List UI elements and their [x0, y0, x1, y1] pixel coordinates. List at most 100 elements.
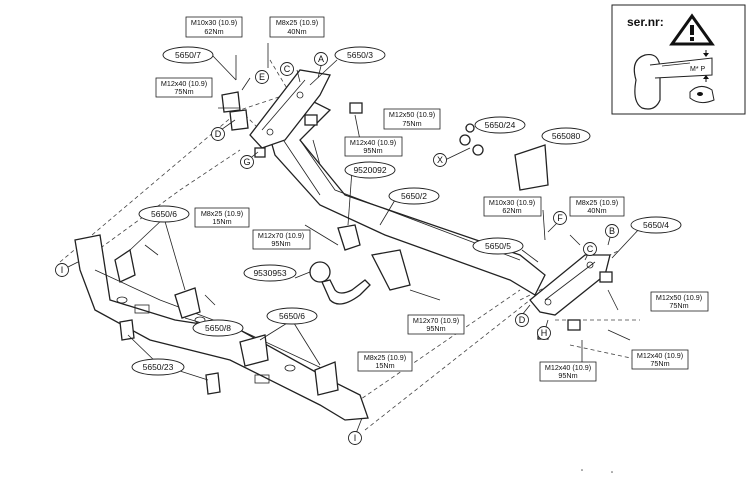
svg-text:D: D: [215, 129, 222, 139]
right-mounting-bracket: [529, 254, 611, 316]
svg-text:E: E: [259, 72, 265, 82]
small-bracket-bottom-right: [314, 361, 339, 396]
callout-c-right: C: [583, 242, 597, 256]
svg-text:5650/6: 5650/6: [279, 311, 305, 321]
svg-text:5650/3: 5650/3: [347, 50, 373, 60]
svg-text:F: F: [557, 213, 563, 223]
svg-text:62Nm: 62Nm: [204, 27, 223, 36]
spec-m12x40-95nm-top: M12x40 (10.9) 95Nm: [344, 136, 403, 157]
part-tag-5650-23: 5650/23: [131, 358, 185, 376]
callout-i-right: I: [348, 431, 362, 445]
svg-text:9530953: 9530953: [253, 268, 286, 278]
svg-text:95Nm: 95Nm: [558, 371, 577, 380]
spec-m8x25-15nm-bottom: M8x25 (10.9) 15Nm: [357, 351, 413, 372]
callout-a: A: [314, 52, 328, 66]
svg-text:15Nm: 15Nm: [375, 361, 394, 370]
svg-text:M12x50 (10.9): M12x50 (10.9): [656, 293, 702, 302]
serial-plate-illustration: M* P: [633, 50, 715, 110]
svg-text:M12x40 (10.9): M12x40 (10.9): [545, 363, 591, 372]
part-tag-5650-24: 5650/24: [474, 116, 526, 134]
svg-text:5650/24: 5650/24: [485, 120, 516, 130]
svg-text:ser.nr:: ser.nr:: [627, 15, 664, 29]
svg-text:M8x25 (10.9): M8x25 (10.9): [364, 353, 406, 362]
svg-text:D: D: [519, 315, 526, 325]
spec-m12x40-95nm-bottom: M12x40 (10.9) 95Nm: [539, 361, 597, 382]
svg-text:M12x70 (10.9): M12x70 (10.9): [413, 316, 459, 325]
callout-c-left: C: [280, 62, 294, 76]
svg-text:5650/23: 5650/23: [143, 362, 174, 372]
svg-text:G: G: [243, 157, 250, 167]
svg-text:62Nm: 62Nm: [502, 206, 521, 215]
part-tag-5650-4: 5650/4: [630, 216, 682, 234]
svg-text:40Nm: 40Nm: [587, 206, 606, 215]
svg-text:M* P: M* P: [690, 66, 706, 73]
svg-text:M12x40 (10.9): M12x40 (10.9): [350, 138, 396, 147]
svg-text:5650/4: 5650/4: [643, 220, 669, 230]
svg-text:A: A: [318, 54, 324, 64]
hardware-items: [221, 91, 613, 340]
svg-text:5650/6: 5650/6: [151, 209, 177, 219]
callout-d-left: D: [211, 127, 225, 141]
callout-d-right: D: [515, 313, 529, 327]
towball: [309, 261, 371, 305]
part-tag-565080: 565080: [541, 127, 591, 145]
svg-text:X: X: [437, 155, 443, 165]
svg-text:15Nm: 15Nm: [212, 217, 231, 226]
svg-text:C: C: [587, 244, 594, 254]
svg-text:5650/5: 5650/5: [485, 241, 511, 251]
svg-text:5650/7: 5650/7: [175, 50, 201, 60]
spec-m8x25-15nm-top: M8x25 (10.9) 15Nm: [194, 207, 250, 228]
svg-text:M8x25 (10.9): M8x25 (10.9): [576, 198, 618, 207]
svg-text:5650/2: 5650/2: [401, 191, 427, 201]
spec-m12x50-75nm-top: M12x50 (10.9) 75Nm: [383, 108, 441, 130]
callout-h: H: [537, 326, 551, 340]
bolts: [144, 43, 631, 365]
small-bracket-bottom-left: [239, 334, 269, 367]
svg-text:75Nm: 75Nm: [650, 359, 669, 368]
svg-text:95Nm: 95Nm: [426, 324, 445, 333]
warning-icon: [669, 13, 715, 46]
svg-text:I: I: [354, 433, 357, 443]
svg-text:M8x25 (10.9): M8x25 (10.9): [276, 18, 318, 27]
part-tag-9520092: 9520092: [344, 161, 396, 179]
spec-m8x25-40nm-right: M8x25 (10.9) 40Nm: [569, 196, 625, 217]
svg-text:I: I: [61, 265, 64, 275]
spec-m10x30-62nm-right: M10x30 (10.9) 62Nm: [483, 196, 542, 217]
part-tag-5650-5: 5650/5: [472, 237, 524, 255]
svg-text:9520092: 9520092: [353, 165, 386, 175]
callout-e: E: [255, 70, 269, 84]
svg-text:M12x40 (10.9): M12x40 (10.9): [161, 79, 207, 88]
svg-text:M10x30 (10.9): M10x30 (10.9): [489, 198, 535, 207]
part-tag-5650-7: 5650/7: [162, 46, 214, 64]
callout-i-left: I: [55, 263, 69, 277]
svg-text:40Nm: 40Nm: [287, 27, 306, 36]
svg-text:C: C: [284, 64, 291, 74]
spec-m12x70-95nm-top: M12x70 (10.9) 95Nm: [252, 229, 311, 250]
svg-text:M12x50 (10.9): M12x50 (10.9): [389, 110, 435, 119]
serial-number-box: ser.nr: M* P: [611, 4, 746, 115]
callout-x: X: [433, 153, 447, 167]
svg-text:M12x40 (10.9): M12x40 (10.9): [637, 351, 683, 360]
small-bracket-top-right: [174, 287, 201, 319]
part-tag-5650-2: 5650/2: [388, 187, 440, 205]
svg-text:M8x25 (10.9): M8x25 (10.9): [201, 209, 243, 218]
decorative-dots: [581, 469, 613, 473]
part-tag-5650-8: 5650/8: [192, 319, 244, 337]
spec-m12x70-95nm-bottom: M12x70 (10.9) 95Nm: [407, 314, 465, 335]
svg-text:5650/8: 5650/8: [205, 323, 231, 333]
svg-text:75Nm: 75Nm: [174, 87, 193, 96]
spec-m12x50-75nm-right: M12x50 (10.9) 75Nm: [650, 291, 709, 312]
svg-text:75Nm: 75Nm: [669, 301, 688, 310]
svg-text:M12x70 (10.9): M12x70 (10.9): [258, 231, 304, 240]
svg-text:565080: 565080: [552, 131, 581, 141]
callout-f: F: [553, 211, 567, 225]
part-tag-5650-6-bottom: 5650/6: [266, 307, 318, 325]
part-tag-9530953: 9530953: [243, 264, 297, 282]
callout-b: B: [605, 224, 619, 238]
part-tag-5650-3: 5650/3: [334, 46, 386, 64]
part-tag-5650-6-top: 5650/6: [138, 205, 190, 223]
svg-text:75Nm: 75Nm: [402, 119, 421, 128]
svg-text:B: B: [609, 226, 615, 236]
svg-text:M10x30 (10.9): M10x30 (10.9): [191, 18, 237, 27]
small-bracket-top-left: [114, 248, 136, 283]
